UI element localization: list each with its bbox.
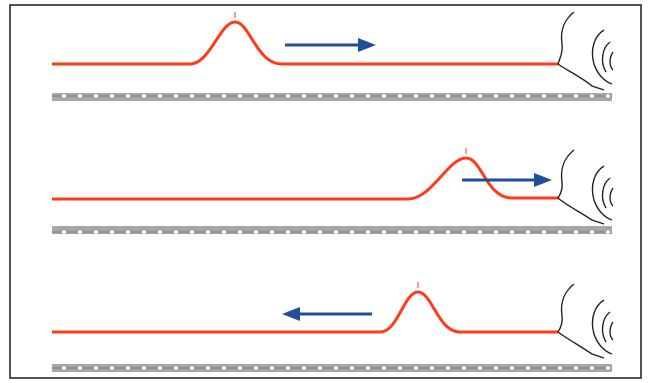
arrow-right-icon: [462, 173, 552, 187]
wave-string: [52, 156, 558, 201]
ground-strip: [52, 93, 612, 101]
arrow-left-icon: [282, 307, 372, 321]
figure-frame: [9, 4, 642, 379]
panel-3: [52, 282, 614, 372]
panel-2: [52, 148, 614, 234]
hand-icon: [557, 11, 614, 91]
ground-strip: [52, 226, 612, 234]
arrow-right-icon: [285, 38, 376, 52]
wave-string: [52, 20, 558, 66]
panel-1: [52, 11, 614, 101]
hand-icon: [557, 283, 614, 359]
wave-string: [52, 290, 558, 334]
ground-strip: [52, 364, 612, 372]
hand-icon: [557, 149, 614, 225]
